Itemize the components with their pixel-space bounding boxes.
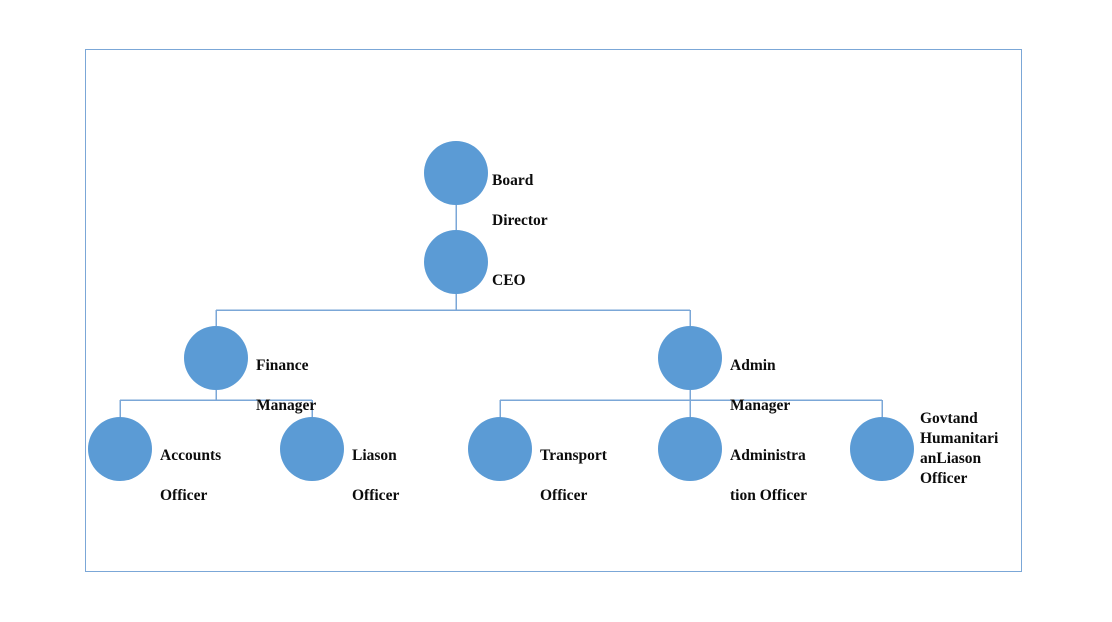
finance-manager-label: Finance Manager <box>256 336 391 417</box>
administration-officer-label-line1: Administra <box>730 447 806 465</box>
administration-officer-label: Administra tion Officer <box>730 426 860 507</box>
accounts-officer-label: Accounts Officer <box>160 426 280 507</box>
administration-officer-circle[interactable] <box>658 417 722 481</box>
govt-humanitarian-liason-officer-label: Govtand Humanitari anLiason Officer <box>920 409 1024 490</box>
accounts-officer-label-line2: Officer <box>160 487 208 505</box>
transport-officer-circle[interactable] <box>468 417 532 481</box>
board-director-label: Board Director <box>492 151 622 232</box>
accounts-officer-circle[interactable] <box>88 417 152 481</box>
finance-manager-label-line2: Manager <box>256 397 317 415</box>
node-liason-officer[interactable]: Liason Officer <box>280 417 399 504</box>
node-admin-manager[interactable]: Admin Manager <box>658 326 790 414</box>
board-director-circle[interactable] <box>424 141 488 205</box>
govt-label-line3-word2: Liason <box>936 450 982 468</box>
finance-manager-label-line1: Finance <box>256 357 309 375</box>
liason-officer-label: Liason Officer <box>352 426 472 507</box>
node-administration-officer[interactable]: Administra tion Officer <box>658 417 807 504</box>
board-director-label-line2: Director <box>492 212 548 230</box>
govt-label-line4: Officer <box>920 469 1024 489</box>
govt-label-line1-word2: and <box>952 410 978 427</box>
node-transport-officer[interactable]: Transport Officer <box>468 417 607 504</box>
govt-label-line3-word1: an <box>920 450 937 468</box>
liason-officer-label-line2: Officer <box>352 487 400 505</box>
govt-humanitarian-liason-officer-circle[interactable] <box>850 417 914 481</box>
govt-label-line1-word1: Govt <box>920 410 953 427</box>
admin-manager-label: Admin Manager <box>730 336 865 417</box>
node-board-director[interactable]: Board Director <box>424 141 548 229</box>
node-finance-manager[interactable]: Finance Manager <box>184 326 316 414</box>
finance-manager-circle[interactable] <box>184 326 248 390</box>
govt-label-line2-word1: Humanitari <box>920 430 999 448</box>
transport-officer-label: Transport Officer <box>540 426 665 507</box>
govt-label-line1: Govtand <box>920 409 1024 429</box>
node-accounts-officer[interactable]: Accounts Officer <box>88 417 221 504</box>
transport-officer-label-line2: Officer <box>540 487 588 505</box>
admin-manager-label-line1: Admin <box>730 357 776 375</box>
administration-officer-label-line2: tion Officer <box>730 487 808 505</box>
node-govt-humanitarian-liason-officer[interactable]: Govtand Humanitari anLiason Officer <box>850 410 998 487</box>
admin-manager-circle[interactable] <box>658 326 722 390</box>
accounts-officer-label-line1: Accounts <box>160 447 222 465</box>
board-director-label-line1: Board <box>492 172 534 190</box>
ceo-circle[interactable] <box>424 230 488 294</box>
govt-label-line3: anLiason <box>920 449 1024 469</box>
admin-manager-label-line2: Manager <box>730 397 791 415</box>
liason-officer-label-line1: Liason <box>352 447 397 465</box>
govt-label-line2: Humanitari <box>920 429 1024 449</box>
ceo-label: CEO <box>492 251 612 291</box>
liason-officer-circle[interactable] <box>280 417 344 481</box>
transport-officer-label-line1: Transport <box>540 447 607 465</box>
govt-label-line4-word1: Officer <box>920 470 968 488</box>
node-ceo[interactable]: CEO <box>424 230 526 294</box>
ceo-label-line1: CEO <box>492 272 526 290</box>
